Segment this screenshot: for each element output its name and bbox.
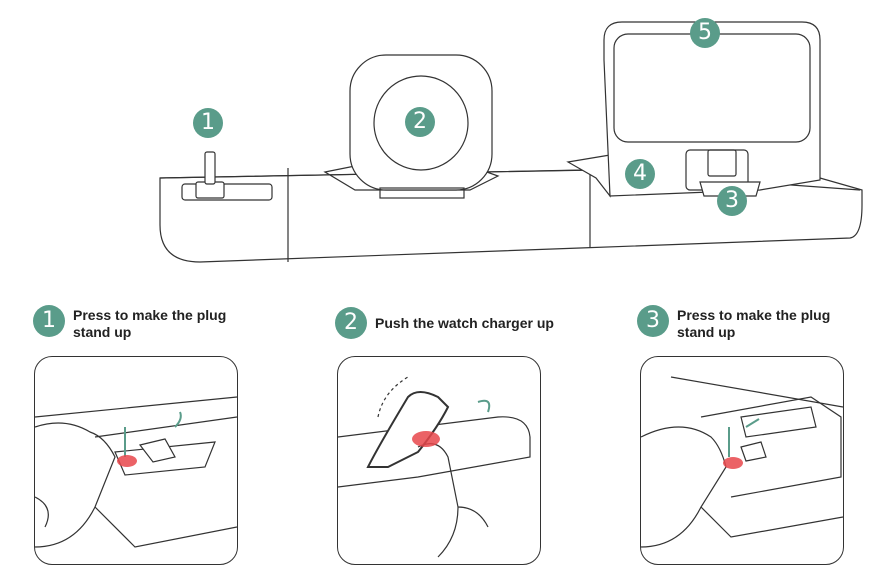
step-3-illustration <box>640 356 844 565</box>
callout-badge-4: 4 <box>625 159 655 189</box>
step-1-number: 1 <box>33 305 65 337</box>
step-2-drawing <box>338 376 531 558</box>
step-1-drawing <box>35 396 237 548</box>
step-3-number: 3 <box>637 305 669 337</box>
step-3-heading: 3 Press to make the plug stand up <box>637 305 867 345</box>
step-3-drawing <box>641 376 843 548</box>
step-2-text: Push the watch charger up <box>375 315 554 331</box>
step-2-illustration <box>337 356 541 565</box>
callout-badge-1: 1 <box>193 108 223 138</box>
step-1-heading: 1 Press to make the plug stand up <box>33 305 283 345</box>
callout-badge-2: 2 <box>405 107 435 137</box>
step-1-illustration <box>34 356 238 565</box>
step-1-text: Press to make the plug stand up <box>73 307 227 340</box>
step-2-number: 2 <box>335 307 367 339</box>
step-2-heading: 2 Push the watch charger up <box>335 307 595 343</box>
callout-badge-3: 3 <box>717 186 747 216</box>
step-3-text: Press to make the plug stand up <box>677 307 831 340</box>
callout-badge-5: 5 <box>690 18 720 48</box>
